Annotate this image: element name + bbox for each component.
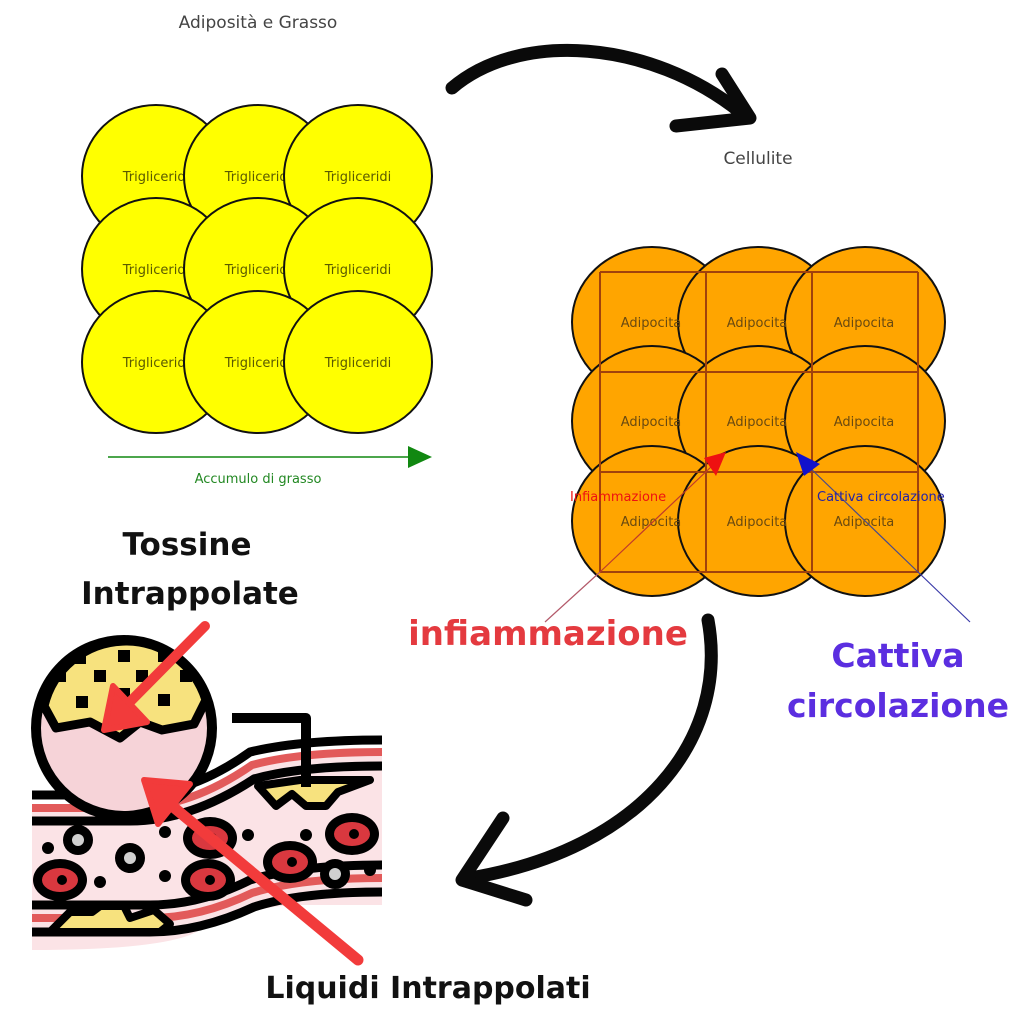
red-blood-cell-nucleus — [205, 875, 215, 885]
cellulite-panel-title: Cellulite — [723, 149, 792, 169]
platelet — [364, 864, 376, 876]
triglyceride-cell-label: Trigliceridi — [324, 263, 391, 278]
adipocyte-label: Adipocita — [727, 316, 788, 331]
toxin-particle — [136, 670, 148, 682]
platelet — [94, 876, 106, 888]
toxin-particle — [74, 652, 86, 664]
toxin-particle — [54, 670, 66, 682]
red-blood-cell — [33, 859, 87, 901]
adipocyte-label: Adipocita — [834, 415, 895, 430]
triglyceride-cell-label: Trigliceridi — [224, 170, 291, 185]
fluids-label: Liquidi Intrappolati — [265, 971, 590, 1006]
inflammation-arrow-head — [704, 452, 726, 476]
white-blood-cell — [320, 859, 350, 889]
platelet — [42, 842, 54, 854]
accumulation-arrow-head — [408, 446, 432, 468]
white-blood-cell-core — [72, 834, 84, 846]
triglyceride-cell-label: Trigliceridi — [122, 170, 189, 185]
triglyceride-cell-label: Trigliceridi — [224, 263, 291, 278]
adipocyte-square-grid — [599, 271, 919, 573]
flow-arrow-to-vessel — [455, 613, 718, 907]
accumulation-label: Accumulo di grasso — [195, 472, 322, 487]
toxins-pointer-arrow — [101, 621, 210, 733]
triglyceride-cell-label: Trigliceridi — [122, 356, 189, 371]
white-blood-cell-core — [124, 852, 136, 864]
triglyceride-cell: Trigliceridi — [283, 290, 433, 434]
adipocyte-label: Adipocita — [727, 415, 788, 430]
red-blood-cell — [325, 813, 379, 855]
white-blood-cell — [115, 843, 145, 873]
adipocyte-label: Adipocita — [727, 515, 788, 530]
inflammation-leader-line — [544, 571, 601, 623]
toxin-particle — [180, 670, 192, 682]
adipocyte-label: Adipocita — [834, 515, 895, 530]
toxin-particle — [118, 650, 130, 662]
triglyceride-cell-label: Trigliceridi — [324, 356, 391, 371]
circulation-arrow-head — [796, 452, 820, 476]
platelet — [159, 870, 171, 882]
toxin-particle — [158, 694, 170, 706]
toxins-label-line1: Tossine — [123, 527, 252, 563]
adipocyte-label: Adipocita — [621, 515, 682, 530]
red-blood-cell-nucleus — [287, 857, 297, 867]
plaque-lower-icon — [46, 902, 174, 936]
probe-icon — [232, 713, 311, 787]
toxins-label-line2: Intrappolate — [81, 576, 299, 612]
red-blood-cell — [263, 841, 317, 883]
inflammation-small-label: Infiammazione — [570, 490, 666, 505]
adipocyte-cell-grid — [571, 246, 946, 597]
red-blood-cell-nucleus — [349, 829, 359, 839]
platelet — [242, 829, 254, 841]
platelet — [159, 826, 171, 838]
adipocyte-label: Adipocita — [621, 316, 682, 331]
flow-arrow-to-cellulite — [445, 43, 757, 133]
plaque-upper-icon — [254, 776, 374, 810]
triglyceride-cell-label: Trigliceridi — [122, 263, 189, 278]
adipocyte-label: Adipocita — [621, 415, 682, 430]
vessel-illustration — [31, 635, 383, 950]
red-blood-cell-nucleus — [57, 875, 67, 885]
inflammation-label: infiammazione — [408, 614, 688, 654]
white-blood-cell — [63, 825, 93, 855]
triglyceride-cell-label: Trigliceridi — [324, 170, 391, 185]
fluids-pointer-arrow — [141, 777, 364, 966]
circulation-label-line1: Cattiva — [831, 636, 964, 675]
circulation-leader-line — [917, 571, 971, 623]
fat-panel-title: Adiposità e Grasso — [179, 13, 338, 33]
inflammation-pointer-line — [599, 465, 713, 573]
triglyceride-cell-shape — [283, 290, 433, 434]
white-blood-cell-core — [329, 868, 341, 880]
platelet — [300, 829, 312, 841]
circulation-label-line2: circolazione — [787, 686, 1009, 725]
toxin-particle — [94, 670, 106, 682]
circulation-small-label: Cattiva circolazione — [817, 490, 945, 505]
circulation-pointer-line — [805, 463, 919, 573]
adipocyte-label: Adipocita — [834, 316, 895, 331]
triglyceride-cell-label: Trigliceridi — [224, 356, 291, 371]
red-blood-cell — [181, 859, 235, 901]
toxin-particle — [76, 696, 88, 708]
